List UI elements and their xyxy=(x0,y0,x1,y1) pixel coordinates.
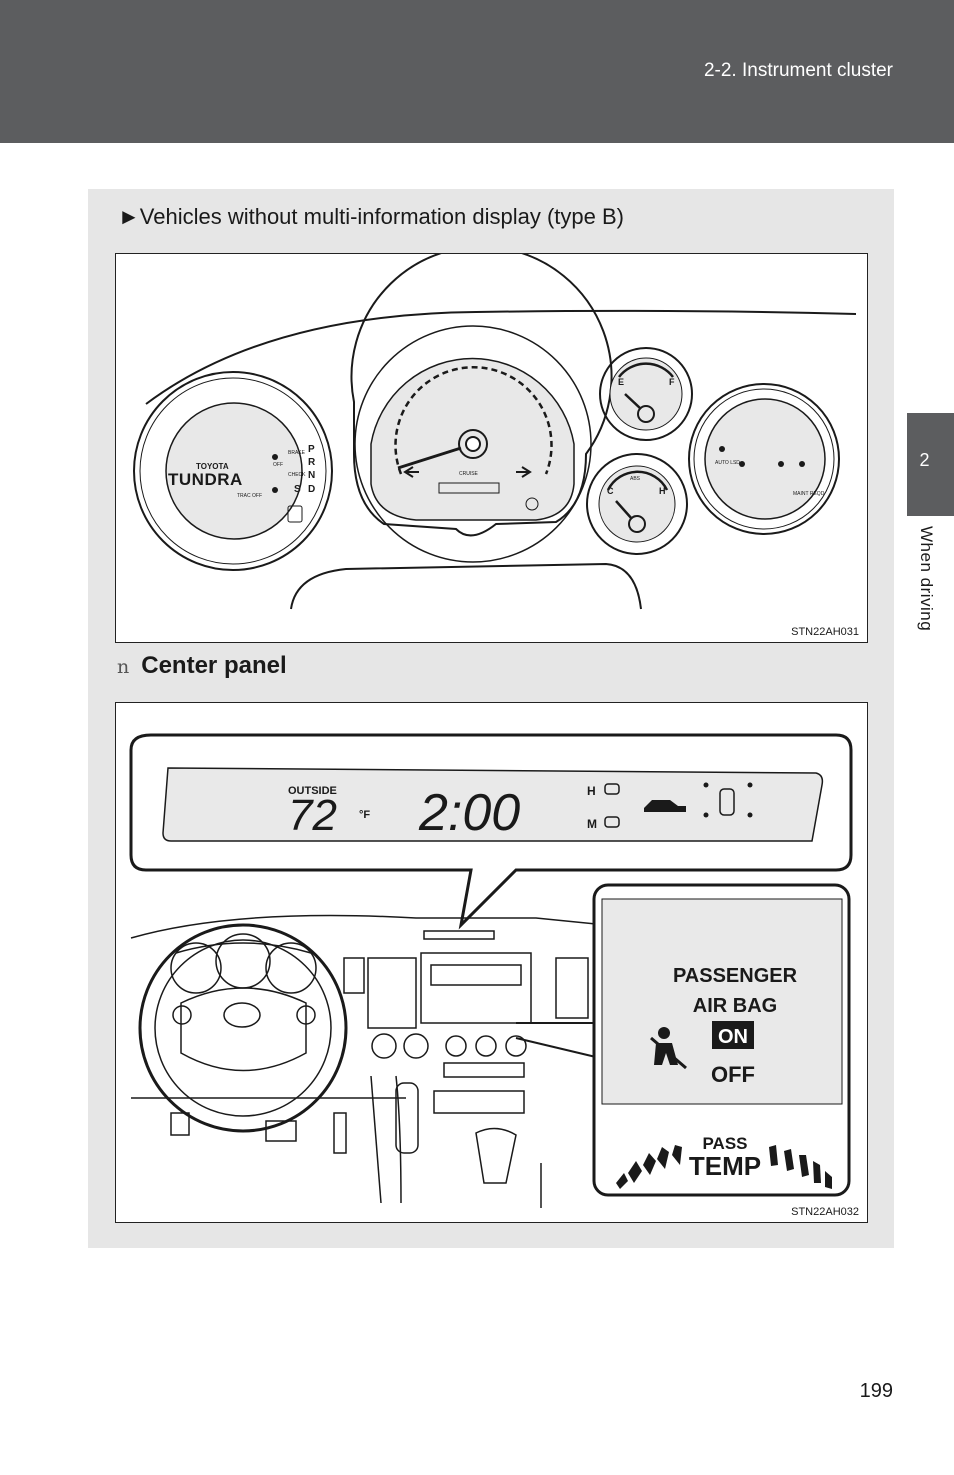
chapter-number: 2 xyxy=(919,450,930,470)
temp-cold: C xyxy=(607,486,614,496)
gear-d: D xyxy=(308,484,315,495)
warning-icon xyxy=(272,487,278,493)
section-title: 2-2. Instrument cluster xyxy=(703,60,893,81)
figure-code: STN22AH031 xyxy=(791,626,859,638)
temp-unit: °F xyxy=(359,809,370,821)
outside-label: OUTSIDE xyxy=(288,785,337,797)
car-icon xyxy=(644,800,686,812)
instrument-cluster-figure: TOYOTA TUNDRA BRAKE CHECK OFF TRAC OFF P… xyxy=(115,253,868,643)
outside-temp: 72 xyxy=(288,791,337,840)
light-icon xyxy=(799,461,805,467)
chapter-label: When driving xyxy=(906,526,946,666)
seatbelt-icon xyxy=(719,446,725,452)
auto-lsd-label: AUTO LSD xyxy=(715,460,740,466)
clock-time: 2:00 xyxy=(418,784,520,842)
temp-label: TEMP xyxy=(689,1151,761,1181)
maint-reqd-label: MAINT REQD xyxy=(793,491,825,497)
gear-p: P xyxy=(308,444,315,455)
hour-button-icon xyxy=(604,783,620,795)
temp-scale-right xyxy=(769,1145,832,1189)
gear-r: R xyxy=(308,457,316,468)
off-label: OFF xyxy=(273,462,283,468)
oil-icon xyxy=(778,461,784,467)
airbag-line1: PASSENGER xyxy=(673,965,798,987)
brake-label: BRAKE xyxy=(288,450,306,456)
brand-top: TOYOTA xyxy=(196,462,229,471)
trac-off-label: TRAC OFF xyxy=(237,493,262,499)
page-number: 199 xyxy=(859,1380,893,1402)
subheading: ►Vehicles without multi-information disp… xyxy=(118,204,624,229)
chapter-label-text: When driving xyxy=(917,526,936,632)
chapter-tab: 2 xyxy=(907,413,954,516)
door-icon xyxy=(739,461,745,467)
instrument-cluster-drawing: TOYOTA TUNDRA BRAKE CHECK OFF TRAC OFF P… xyxy=(133,254,857,610)
on-indicator-bg xyxy=(712,1021,754,1049)
fuel-empty: E xyxy=(618,377,624,387)
minute-button-icon xyxy=(604,816,620,828)
brake-icon xyxy=(272,454,278,460)
airbag-off: OFF xyxy=(711,1062,755,1087)
center-panel-drawing: OUTSIDE 72 °F 2:00 H M xyxy=(129,733,853,1208)
hour-label: H xyxy=(587,784,596,798)
gear-s: S xyxy=(294,484,301,495)
fuel-full: F xyxy=(669,377,675,387)
seat-icon xyxy=(719,788,735,816)
abs-label: ABS xyxy=(630,476,641,482)
center-panel-heading: n Center panel xyxy=(117,652,287,680)
seatbelt-icon-large xyxy=(650,1027,687,1070)
brand-logo: TUNDRA xyxy=(168,470,243,489)
gear-n: N xyxy=(308,470,315,481)
check-label: CHECK xyxy=(288,472,306,478)
center-panel-title: Center panel xyxy=(141,652,287,679)
airbag-on: ON xyxy=(718,1026,748,1048)
bullet-icon: n xyxy=(117,656,130,678)
temp-hot: H xyxy=(659,486,666,496)
temp-scale-left xyxy=(616,1145,682,1189)
pass-label: PASS xyxy=(702,1134,747,1153)
minute-label: M xyxy=(587,817,597,831)
page-header: 2-2. Instrument cluster xyxy=(0,0,954,143)
airbag-line2: AIR BAG xyxy=(693,995,777,1017)
center-panel-figure: OUTSIDE 72 °F 2:00 H M xyxy=(115,702,868,1223)
cruise-label: CRUISE xyxy=(459,471,479,477)
figure-code: STN22AH032 xyxy=(791,1206,859,1218)
